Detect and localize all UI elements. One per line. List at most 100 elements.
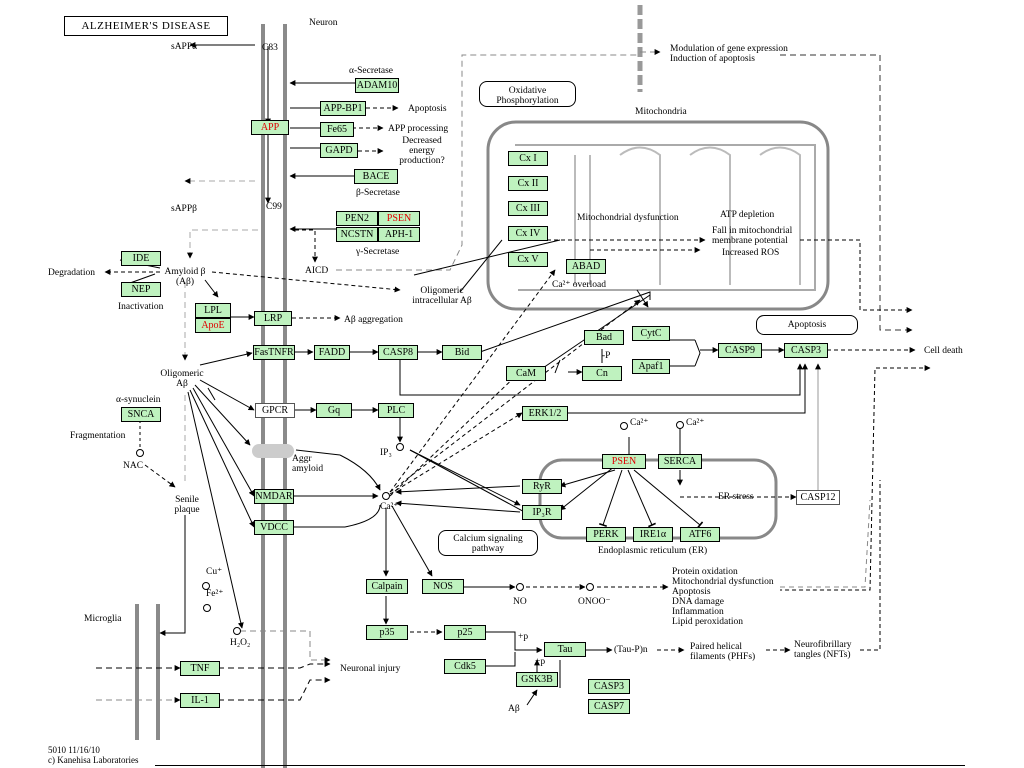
gene-casp3-tau[interactable]: CASP3 <box>588 679 630 694</box>
gene-serca[interactable]: SERCA <box>658 454 702 469</box>
gene-atf6[interactable]: ATF6 <box>680 527 720 542</box>
gene-casp12[interactable]: CASP12 <box>796 490 840 505</box>
gene-cx1[interactable]: Cx I <box>508 151 548 166</box>
gene-psen-gamma[interactable]: PSEN <box>378 211 420 226</box>
label-plus-p-gsk3b: +p <box>535 657 546 667</box>
gene-cx3[interactable]: Cx III <box>508 201 548 216</box>
gene-gq[interactable]: Gq <box>316 403 352 418</box>
gene-ip3r[interactable]: IP₃R <box>522 505 562 520</box>
diagram-title: ALZHEIMER'S DISEASE <box>64 16 228 36</box>
gene-nos[interactable]: NOS <box>422 579 464 594</box>
gene-casp9[interactable]: CASP9 <box>718 343 762 358</box>
label-energy: energy <box>409 146 435 156</box>
gene-tnf[interactable]: TNF <box>180 661 220 676</box>
gene-bid[interactable]: Bid <box>442 345 482 360</box>
label-phf-1: Paired helical <box>690 642 742 652</box>
gene-ncstn[interactable]: NCSTN <box>336 227 378 242</box>
label-nft-1: Neurofibrillary <box>794 640 852 650</box>
label-nac: NAC <box>123 461 144 471</box>
label-sappb: sAPPβ <box>171 204 197 214</box>
footer-rule <box>155 765 965 766</box>
label-inflammation: Inflammation <box>672 607 724 617</box>
label-olig-intra-1: Oligomeric <box>420 286 464 296</box>
gene-fastnfr[interactable]: FasTNFR <box>253 345 295 360</box>
gene-gapd[interactable]: GAPD <box>320 143 358 158</box>
gene-p25[interactable]: p25 <box>444 625 486 640</box>
label-aggr-1: Aggr <box>292 454 312 464</box>
gene-cx5[interactable]: Cx V <box>508 252 548 267</box>
label-senile-plaque: Senile plaque <box>167 495 207 515</box>
gene-plc[interactable]: PLC <box>378 403 414 418</box>
label-er: Endoplasmic reticulum (ER) <box>598 546 708 556</box>
gene-cam[interactable]: CaM <box>506 366 546 381</box>
gene-ire1[interactable]: IRE1α <box>633 527 673 542</box>
oxphos-label-2: Phosphorylation <box>496 96 559 106</box>
footer-date: 5010 11/16/10 <box>48 745 100 755</box>
label-induction-apoptosis: Induction of apoptosis <box>670 54 755 64</box>
label-h2o2: H₂O₂ <box>230 638 251 648</box>
gene-fadd[interactable]: FADD <box>314 345 350 360</box>
gene-adam10[interactable]: ADAM10 <box>355 78 399 93</box>
gene-cx4[interactable]: Cx IV <box>508 226 548 241</box>
label-ip3: IP₃ <box>380 448 392 458</box>
label-protein-oxidation: Protein oxidation <box>672 567 738 577</box>
label-inactivation: Inactivation <box>118 302 164 312</box>
gene-app[interactable]: APP <box>251 120 289 135</box>
gene-fe65[interactable]: Fe65 <box>320 122 354 137</box>
mitochondria-cristae <box>515 144 816 291</box>
gene-ryr[interactable]: RyR <box>522 479 562 494</box>
oxphos-box[interactable]: Oxidative Phosphorylation <box>479 81 576 107</box>
apoptosis-edges <box>293 289 931 591</box>
gene-aph1[interactable]: APH-1 <box>378 227 420 242</box>
gene-calpain[interactable]: Calpain <box>366 579 408 594</box>
gene-vdcc[interactable]: VDCC <box>254 520 294 535</box>
gene-snca[interactable]: SNCA <box>121 407 161 422</box>
label-apoptosis-appbp1: Apoptosis <box>408 104 447 114</box>
gene-psen-er[interactable]: PSEN <box>602 454 646 469</box>
gene-erk[interactable]: ERK1/2 <box>522 406 568 421</box>
app-processing-edges <box>184 42 913 333</box>
gene-nmdar[interactable]: NMDAR <box>254 489 294 504</box>
gene-gpcr[interactable]: GPCR <box>255 403 295 418</box>
gene-cdk5[interactable]: Cdk5 <box>444 659 486 674</box>
label-ca-overload: Ca²⁺ overload <box>552 280 607 290</box>
gene-bace[interactable]: BACE <box>354 169 398 184</box>
label-app-processing: APP processing <box>388 124 449 134</box>
gene-pen2[interactable]: PEN2 <box>336 211 378 226</box>
label-dna-damage: DNA damage <box>672 597 724 607</box>
apoptosis-pathway-box[interactable]: Apoptosis <box>756 315 858 335</box>
gene-apoe[interactable]: ApoE <box>195 318 231 333</box>
calcium-signaling-box[interactable]: Calcium signaling pathway <box>438 530 538 556</box>
footer-copyright: c) Kanehisa Laboratories <box>48 755 139 765</box>
gene-tau[interactable]: Tau <box>544 642 586 657</box>
label-decreased: Decreased <box>402 136 442 146</box>
gene-apaf1[interactable]: Apaf1 <box>632 359 670 374</box>
label-ab-aggregation: Aβ aggregation <box>344 315 403 325</box>
gene-cytc[interactable]: CytC <box>632 326 670 341</box>
gene-lrp[interactable]: LRP <box>254 311 292 326</box>
gene-abad[interactable]: ABAD <box>566 259 606 274</box>
label-alpha-secretase: α-Secretase <box>349 66 394 76</box>
gene-perk[interactable]: PERK <box>586 527 626 542</box>
gene-gsk3b[interactable]: GSK3B <box>516 672 558 687</box>
gene-lpl[interactable]: LPL <box>195 303 231 318</box>
label-tau-p: (Tau-P)n <box>614 645 648 655</box>
gene-cn[interactable]: Cn <box>582 366 622 381</box>
gene-p35[interactable]: p35 <box>366 625 408 640</box>
label-er-stress: ER stress <box>718 492 754 502</box>
gene-app-bp1[interactable]: APP-BP1 <box>320 101 366 116</box>
gene-casp7[interactable]: CASP7 <box>588 699 630 714</box>
label-c83: C83 <box>262 43 278 53</box>
gene-casp3-apoptosis[interactable]: CASP3 <box>784 343 828 358</box>
gene-ide[interactable]: IDE <box>121 251 161 266</box>
gene-casp8[interactable]: CASP8 <box>378 345 418 360</box>
gene-cx2[interactable]: Cx II <box>508 176 548 191</box>
gene-il1[interactable]: IL-1 <box>180 693 220 708</box>
label-ca2-serca: Ca²⁺ <box>686 418 705 428</box>
gene-nep[interactable]: NEP <box>121 282 161 297</box>
label-atp-depletion: ATP depletion <box>720 210 775 220</box>
label-phf-2: filaments (PHFs) <box>690 652 756 662</box>
label-amyloid-2: (Aβ) <box>175 277 195 287</box>
gene-bad[interactable]: Bad <box>584 330 624 345</box>
